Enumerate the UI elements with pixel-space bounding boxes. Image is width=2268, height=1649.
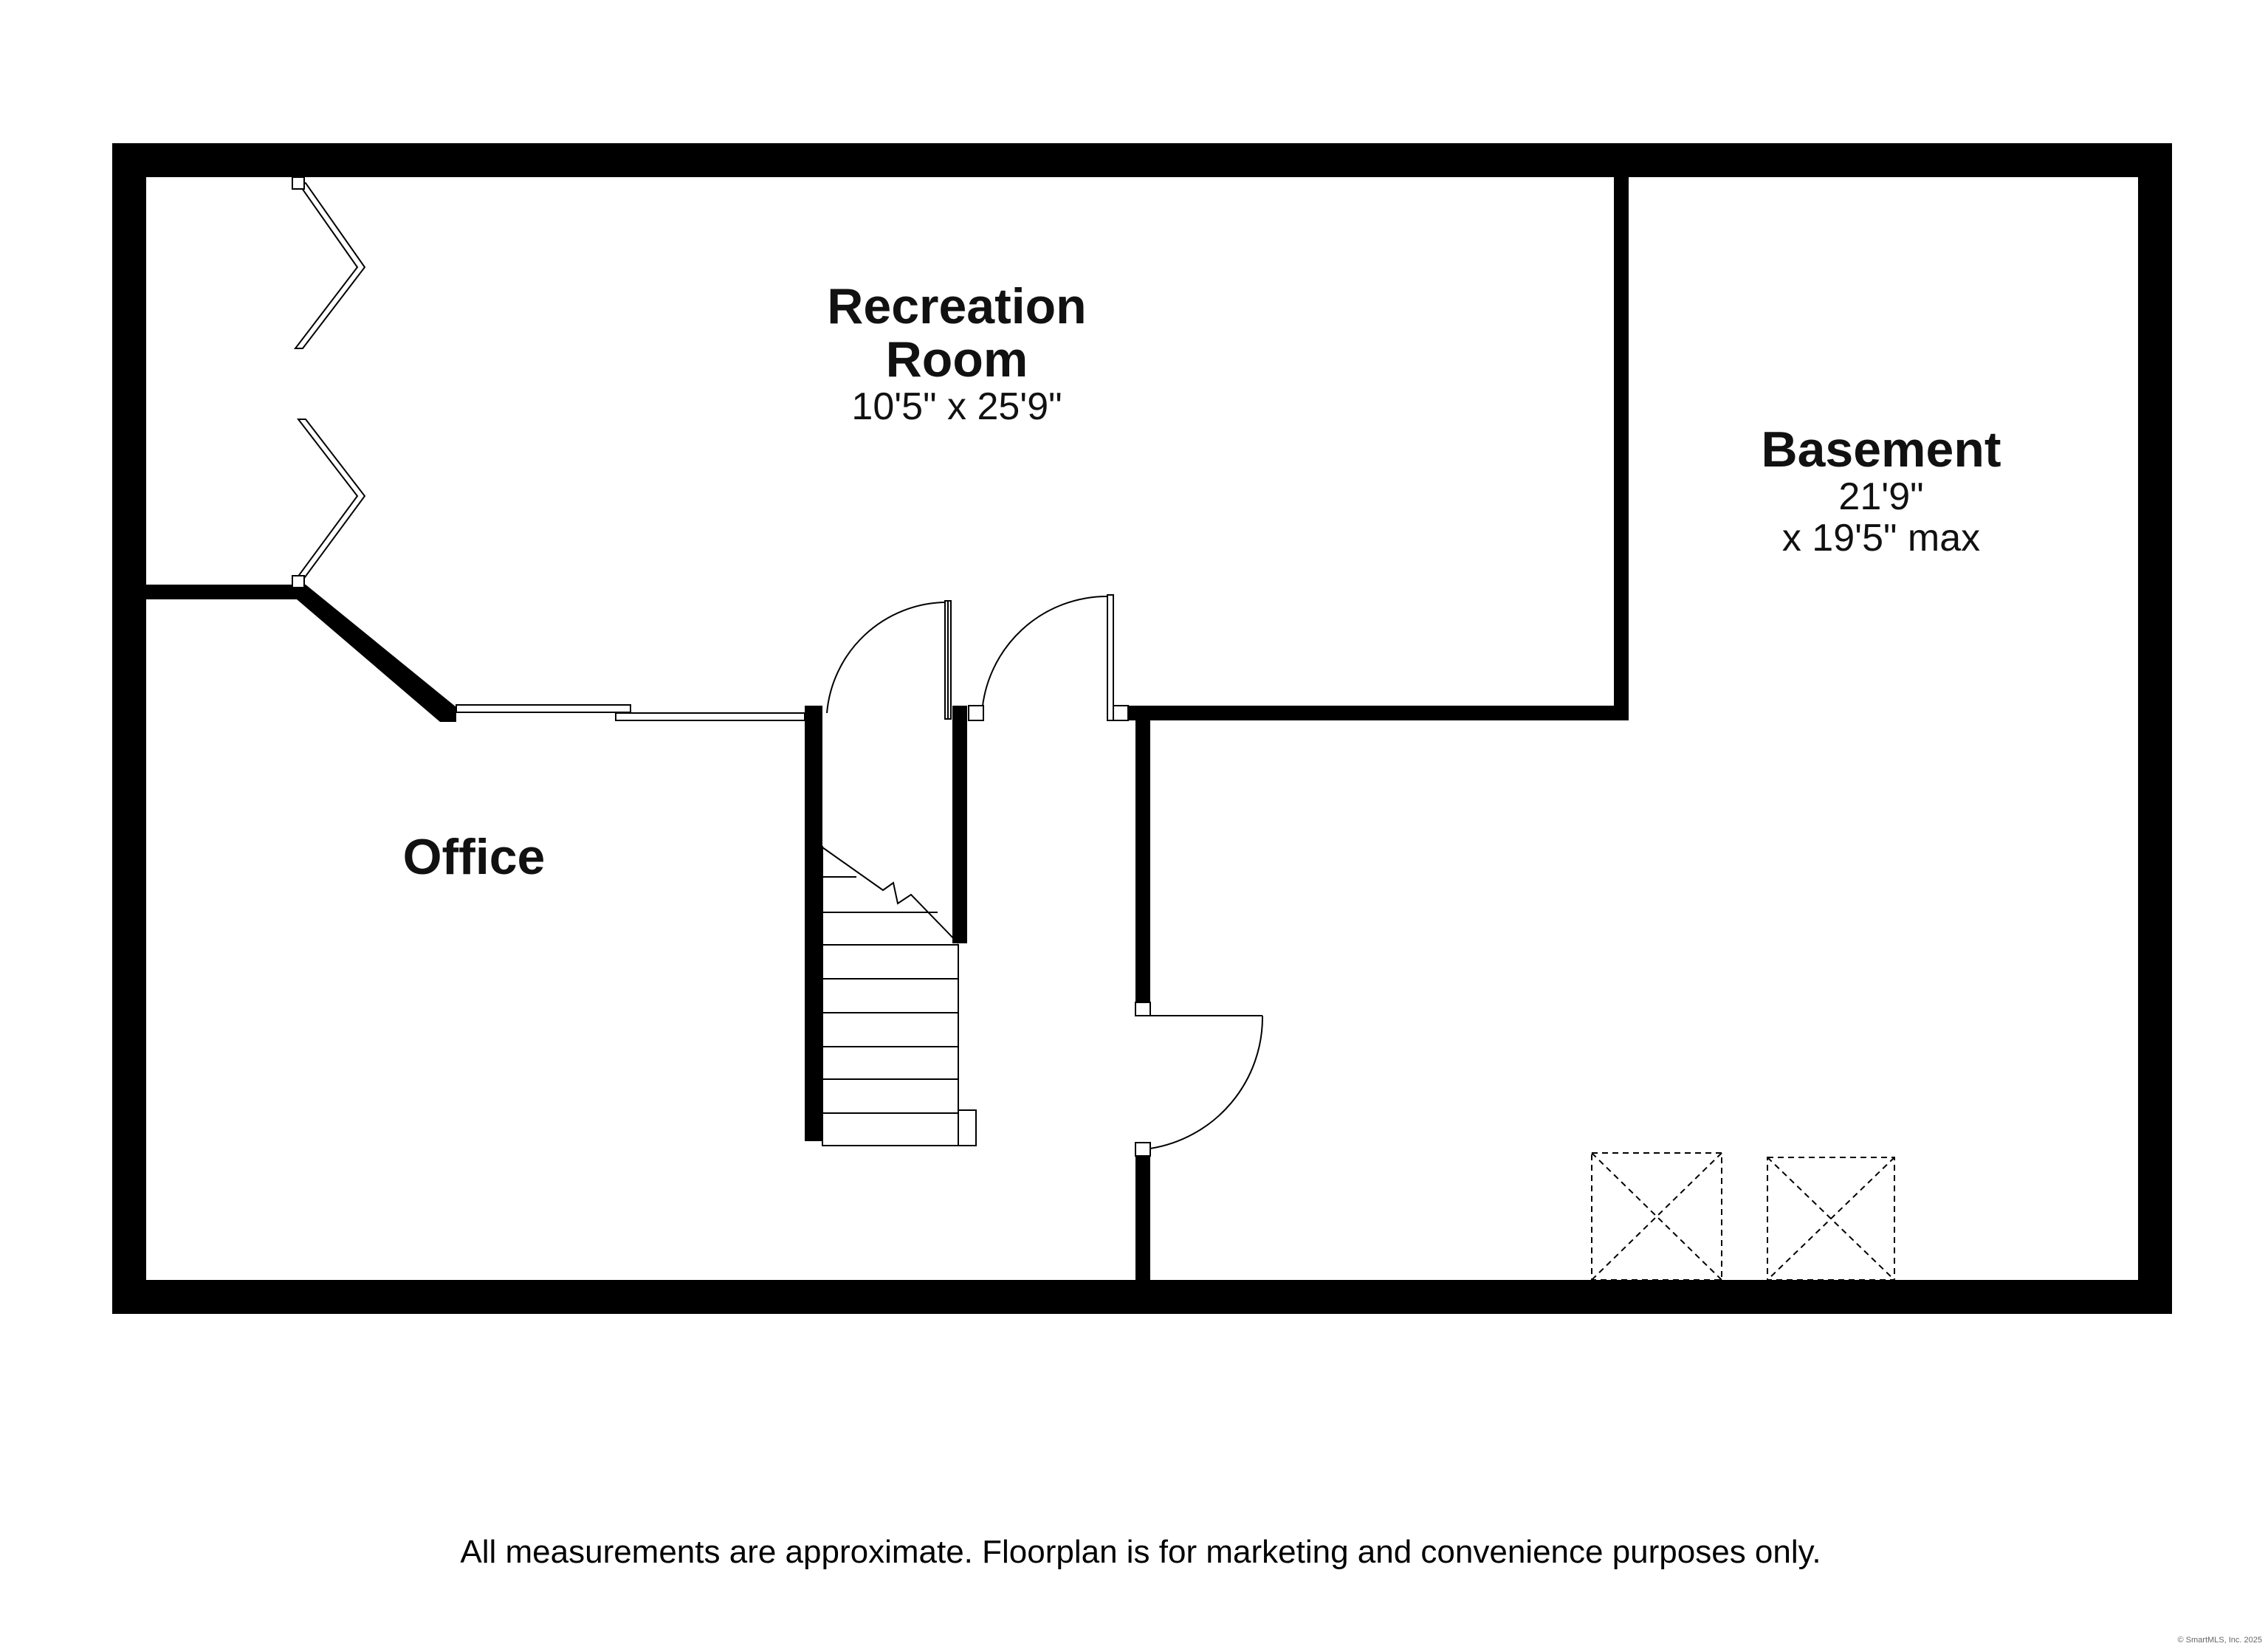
outer-wall-top: [112, 143, 2172, 177]
recreation-room-dimensions: 10'5" x 25'9": [851, 385, 1062, 428]
wall-stair-left: [805, 706, 822, 1141]
stairs-outline: [822, 944, 959, 1146]
interior-walls: [146, 177, 1629, 1280]
swing-door-hall: [968, 594, 1129, 721]
wall-recreation-basement: [1614, 177, 1629, 720]
wall-diagonal: [297, 585, 456, 722]
recreation-room-name-line1: Recreation: [827, 278, 1086, 334]
wall-hall-lower: [1135, 1153, 1150, 1280]
recreation-room-name-line2: Room: [886, 331, 1028, 388]
outer-wall-bottom: [112, 1280, 2172, 1314]
wall-stair-right: [952, 706, 967, 943]
copyright-text: © SmartMLS, Inc. 2025: [2177, 1636, 2263, 1645]
disclaimer-text: All measurements are approximate. Floorp…: [460, 1534, 1821, 1570]
sliding-door: [456, 704, 805, 721]
basement-dimension-line2: x 19'5" max: [1782, 517, 1980, 560]
outer-walls: [112, 143, 2172, 1314]
basement-dimension-line1: 21'9": [1838, 475, 1923, 518]
office-room-name: Office: [403, 829, 546, 885]
bifold-door-lower: [292, 419, 366, 588]
wall-recreation-bottom-right: [1128, 706, 1629, 720]
window-symbol-left: [1591, 1152, 1722, 1281]
bifold-door-upper: [292, 176, 366, 349]
wall-office-recreation-left: [146, 585, 297, 599]
swing-door-stair: [826, 600, 952, 720]
outer-wall-left: [112, 143, 146, 1314]
stairs: [822, 846, 977, 1146]
window-symbol-right: [1767, 1157, 1895, 1281]
wall-hall-upper: [1135, 713, 1150, 1008]
swing-door-basement: [1135, 1002, 1264, 1157]
basement-room-name: Basement: [1761, 421, 2001, 478]
outer-wall-right: [2138, 143, 2172, 1314]
